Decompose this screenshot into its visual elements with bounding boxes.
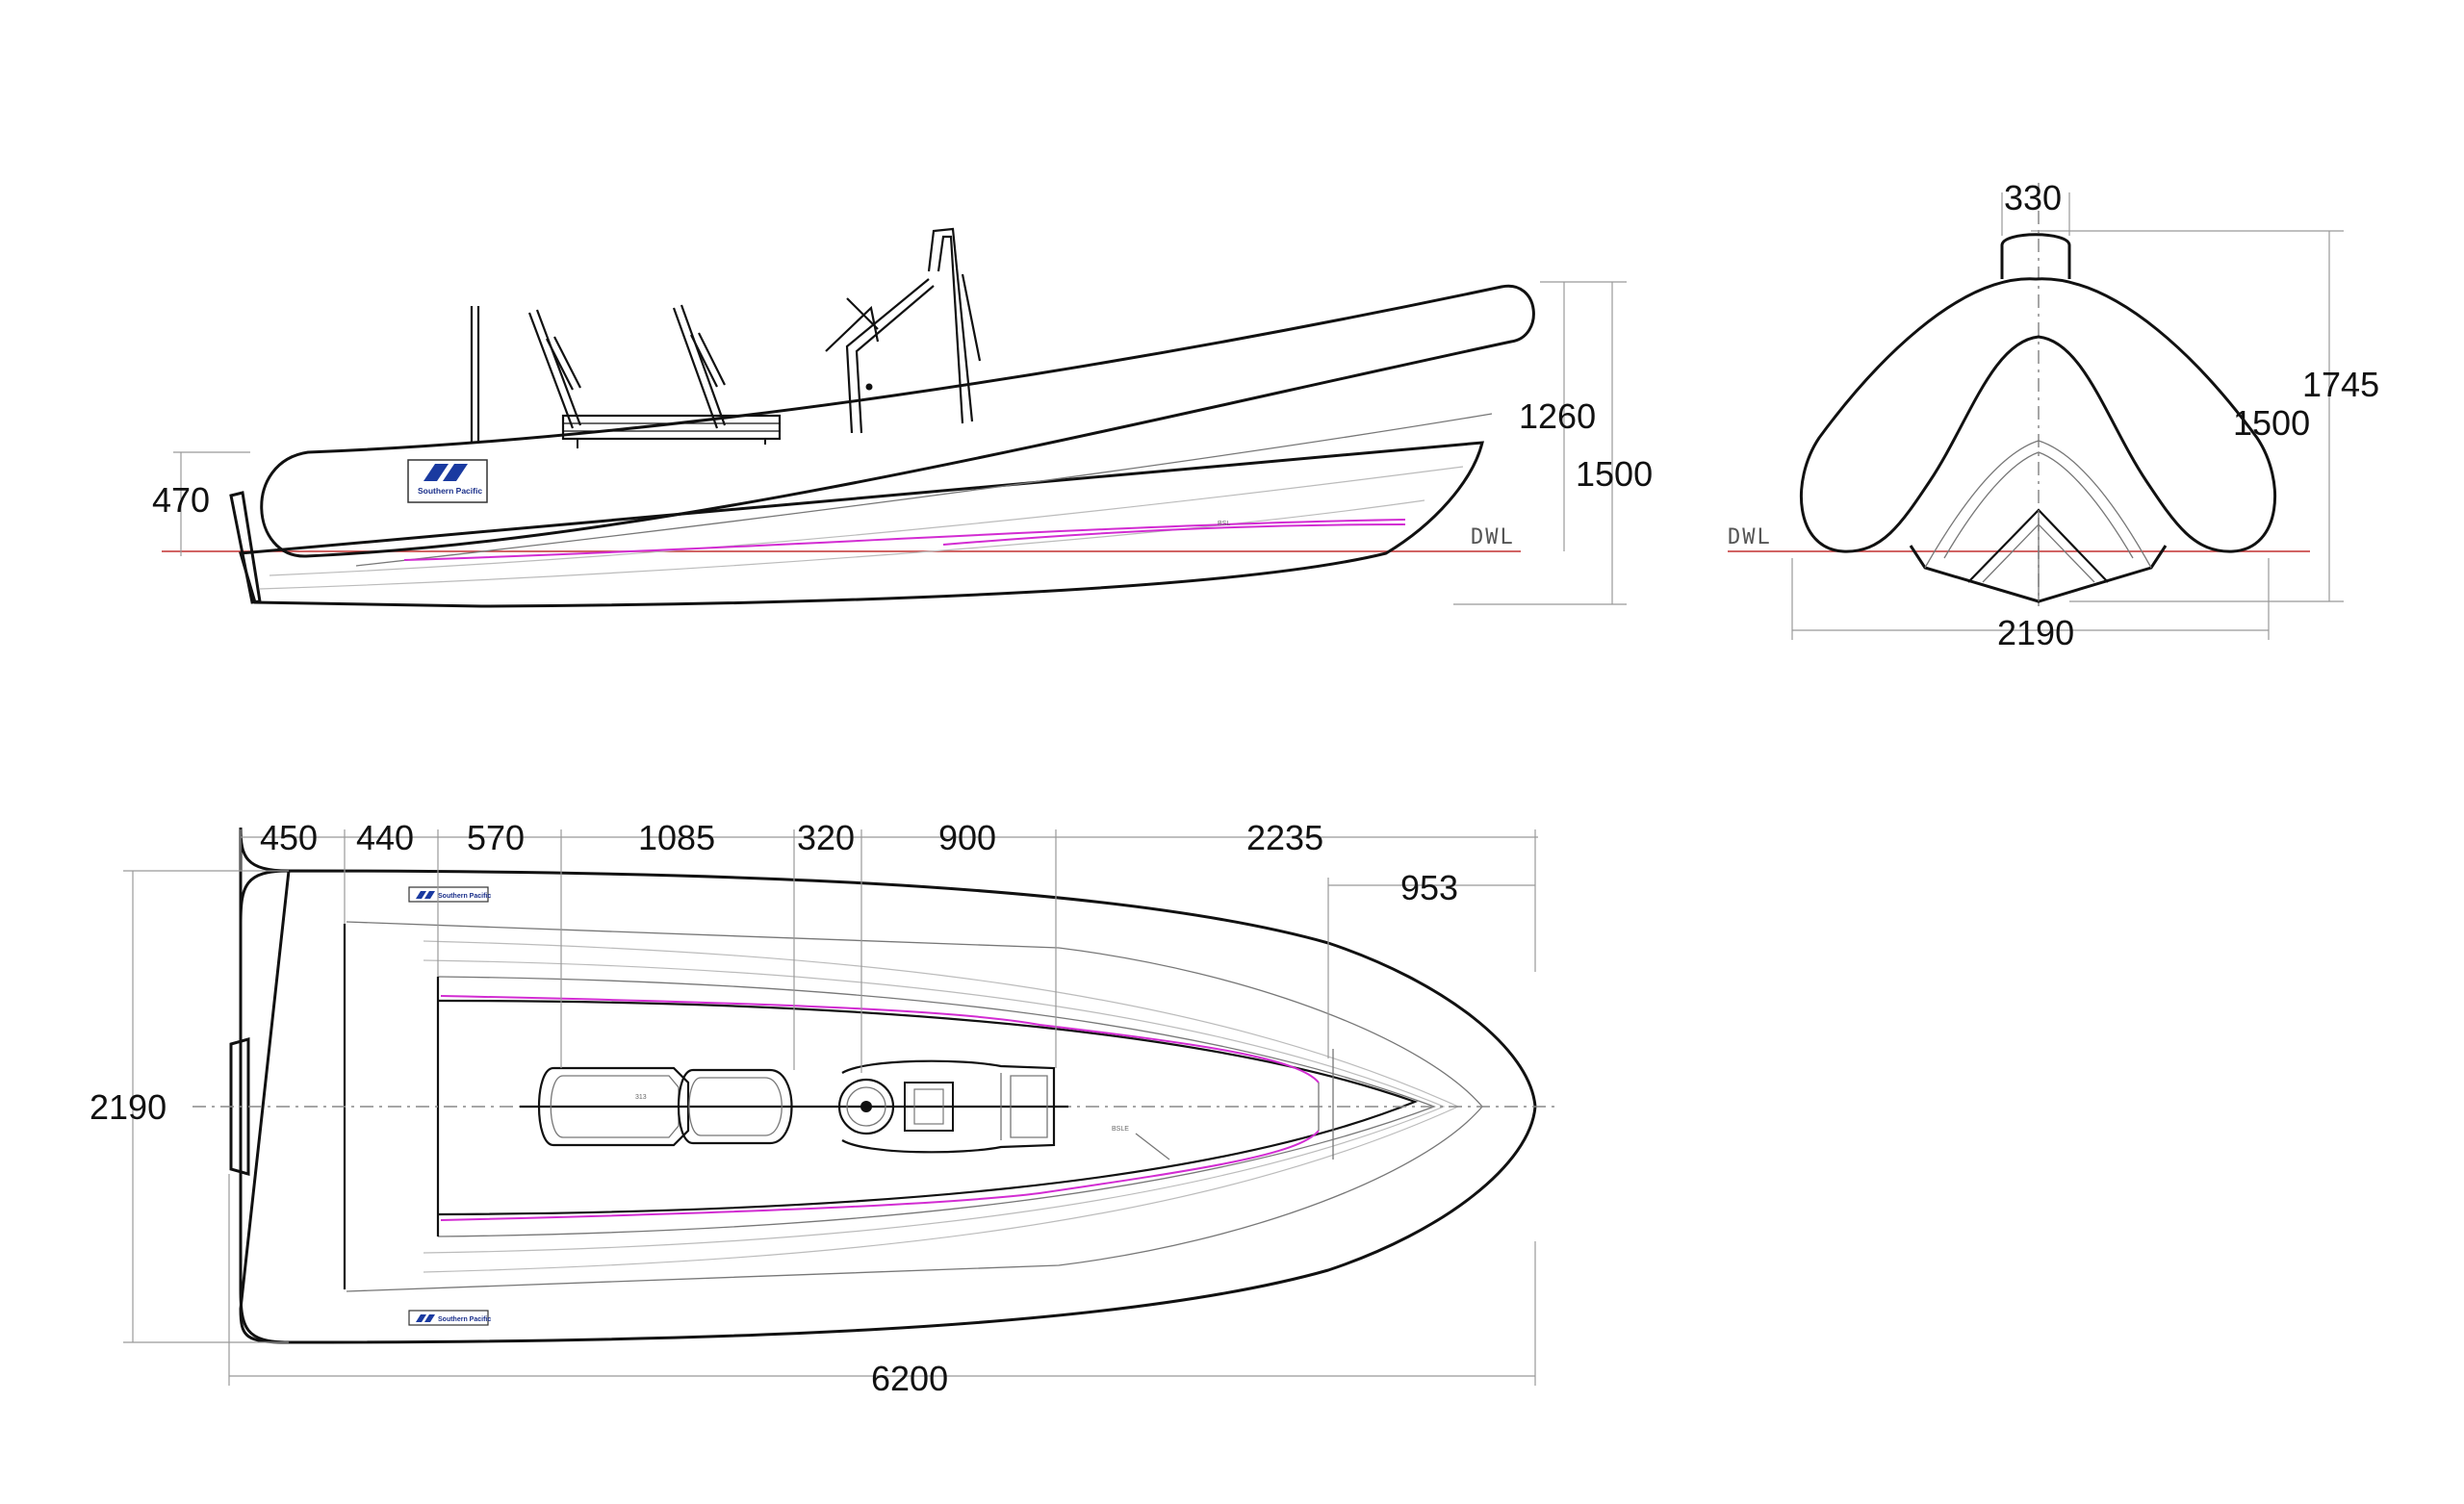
dim-plan-900: 900 <box>938 818 996 857</box>
side-hull <box>239 441 1484 608</box>
dim-plan-2190: 2190 <box>90 1087 167 1127</box>
side-t-top <box>927 227 982 424</box>
front-view: DWL 330 1745 1500 2190 <box>1728 178 2379 652</box>
dim-plan-450: 450 <box>260 818 318 857</box>
dim-plan-440: 440 <box>356 818 414 857</box>
front-bow-fitting <box>2000 233 2071 279</box>
plan-sheer-lower <box>440 1130 1320 1221</box>
dim-plan-320: 320 <box>797 818 855 857</box>
side-logo-mark <box>424 464 468 481</box>
dim-plan-953: 953 <box>1400 868 1458 907</box>
plan-seat-unit: 313 <box>538 1066 793 1147</box>
plan-hull-outline <box>239 827 1537 1344</box>
plan-logo-bottom: Southern Pacific <box>408 1310 491 1326</box>
dim-plan-6200: 6200 <box>871 1359 948 1398</box>
side-sheer-line <box>403 519 1406 561</box>
front-deck-line-2 <box>1943 451 2134 559</box>
side-hull-note: BSL <box>1218 521 1230 527</box>
plan-view: 313 Southern Pacific Southern Pacific BS… <box>90 818 1559 1398</box>
dim-height-1500: 1500 <box>1576 454 1653 494</box>
side-profile-view: DWL BSL Southern Pacific <box>152 227 1653 608</box>
dim-plan-1085: 1085 <box>638 818 715 857</box>
front-deck-line <box>1924 440 2152 569</box>
dim-plan-2235: 2235 <box>1246 818 1323 857</box>
svg-text:Southern Pacific: Southern Pacific <box>438 893 491 900</box>
dim-front-330: 330 <box>2004 178 2062 217</box>
side-logo-text: Southern Pacific <box>418 486 482 496</box>
side-dwl-label: DWL <box>1471 525 1515 549</box>
plan-seat-note: 313 <box>635 1094 647 1101</box>
plan-hull-note: BSLE <box>1112 1126 1129 1133</box>
svg-text:Southern Pacific: Southern Pacific <box>438 1316 491 1323</box>
side-transom <box>229 491 262 604</box>
plan-logo-top: Southern Pacific <box>408 886 491 903</box>
plan-dimension-ticks <box>123 829 1538 1386</box>
dim-tube-470: 470 <box>152 480 210 520</box>
dim-height-1260: 1260 <box>1519 396 1596 436</box>
side-lower-tube-line <box>355 413 1493 567</box>
dim-front-1745: 1745 <box>2302 365 2379 404</box>
dim-front-1500: 1500 <box>2233 403 2310 443</box>
side-console <box>825 278 935 434</box>
side-tube <box>260 284 1535 558</box>
side-bench <box>561 414 782 448</box>
front-tube <box>1800 277 2276 553</box>
plan-sheer-upper <box>440 995 1320 1083</box>
plan-console-unit <box>837 1059 1056 1154</box>
plan-stern-bracket <box>229 1037 250 1176</box>
dim-plan-570: 570 <box>467 818 525 857</box>
side-seat-2 <box>672 304 727 429</box>
side-chine-line <box>259 499 1425 590</box>
front-dwl-label: DWL <box>1728 525 1772 549</box>
side-sheer-line-2 <box>942 523 1406 546</box>
steering-wheel-icon <box>837 1078 895 1135</box>
side-strake-line <box>269 466 1464 576</box>
dim-front-2190: 2190 <box>1997 613 2074 652</box>
side-seat-1 <box>527 309 582 429</box>
